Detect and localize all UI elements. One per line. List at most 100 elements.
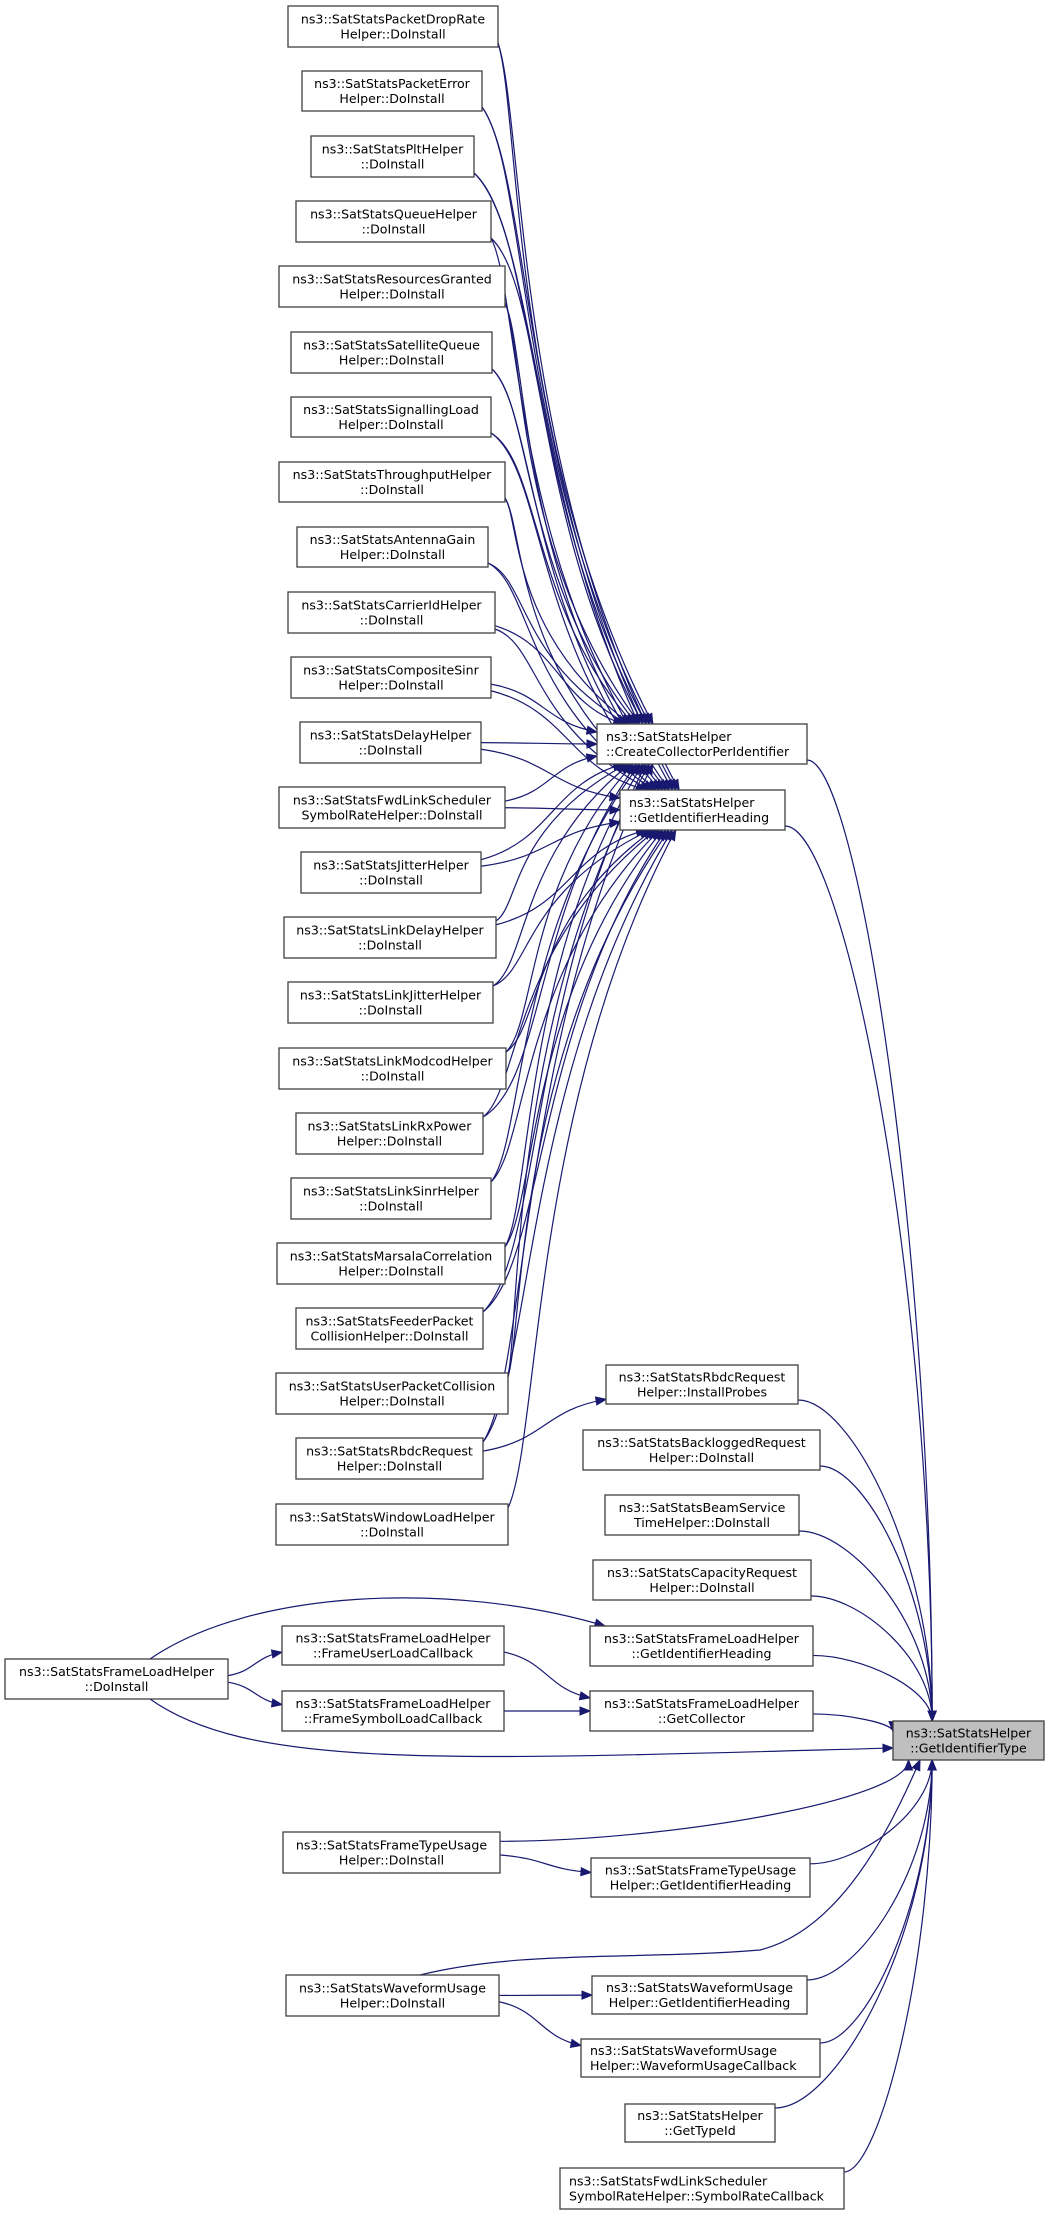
edge-line [495, 763, 627, 922]
edge-line [487, 562, 628, 725]
graph-node[interactable]: ns3::SatStatsWindowLoadHelper::DoInstall [275, 1503, 509, 1546]
edge-line [499, 1854, 592, 1874]
graph-node[interactable]: ns3::SatStatsThroughputHelper::DoInstall [278, 461, 506, 503]
graph-node[interactable]: ns3::SatStatsMarsalaCorrelationHelper::D… [276, 1242, 506, 1285]
edge-n21-to-cc [482, 762, 647, 1313]
node-label-line: ns3::SatStatsPacketDropRate [301, 12, 485, 27]
node-box [275, 1372, 509, 1415]
graph-node[interactable]: ns3::SatStatsFrameLoadHelper::GetCollect… [589, 1690, 814, 1732]
node-label-line: ns3::SatStatsFeederPacket [305, 1314, 473, 1329]
graph-node[interactable]: ns3::SatStatsQueueHelper::DoInstall [295, 200, 492, 243]
edge-wfcb-to-target [819, 1758, 937, 2044]
graph-node[interactable]: ns3::SatStatsLinkRxPowerHelper::DoInstal… [295, 1112, 484, 1155]
graph-node[interactable]: ns3::SatStatsHelper::CreateCollectorPerI… [596, 723, 808, 765]
node-label-line: ns3::SatStatsMarsalaCorrelation [290, 1249, 493, 1264]
graph-node[interactable]: ns3::SatStatsWaveformUsageHelper::DoInst… [285, 1974, 500, 2017]
edge-n12-to-cc [480, 739, 599, 749]
graph-node[interactable]: ns3::SatStatsFeederPacketCollisionHelper… [295, 1307, 484, 1350]
node-label-line: ::DoInstall [362, 222, 426, 237]
graph-node[interactable]: ns3::SatStatsLinkSinrHelper::DoInstall [290, 1177, 492, 1220]
node-box [290, 1177, 492, 1220]
node-box [290, 396, 492, 438]
graph-node[interactable]: ns3::SatStatsRbdcRequestHelper::DoInstal… [295, 1437, 484, 1480]
graph-node[interactable]: ns3::SatStatsPacketErrorHelper::DoInstal… [301, 70, 483, 112]
edge-line [490, 829, 660, 1183]
graph-node[interactable]: ns3::SatStatsFrameLoadHelper::DoInstall [4, 1658, 229, 1700]
edge-line [784, 825, 933, 1722]
graph-node[interactable]: ns3::SatStatsSignallingLoadHelper::DoIns… [290, 396, 492, 438]
edge-line [499, 1759, 910, 1842]
edge-line [504, 829, 664, 1248]
graph-node[interactable]: ns3::SatStatsBeamServiceTimeHelper::DoIn… [604, 1494, 800, 1536]
graph-node[interactable]: ns3::SatStatsJitterHelper::DoInstall [300, 851, 482, 894]
edge-line [491, 368, 638, 725]
node-box [295, 200, 492, 243]
graph-node[interactable]: ns3::SatStatsCompositeSinrHelper::DoInst… [290, 656, 492, 699]
graph-node[interactable]: ns3::SatStatsHelper::GetIdentifierHeadin… [619, 789, 786, 831]
node-label-line: Helper::DoInstall [339, 1853, 444, 1868]
graph-node[interactable]: ns3::SatStatsPltHelper::DoInstall [310, 135, 475, 178]
node-box [285, 1974, 500, 2017]
graph-node[interactable]: ns3::SatStatsSatelliteQueueHelper::DoIns… [290, 331, 493, 374]
graph-node[interactable]: ns3::SatStatsFrameLoadHelper::GetIdentif… [589, 1625, 814, 1667]
edge-n2-to-cc [481, 106, 651, 726]
edge-line [494, 625, 624, 725]
node-label-line: ::GetIdentifierHeading [629, 810, 769, 825]
node-label-line: ns3::SatStatsHelper [629, 795, 755, 810]
graph-node[interactable]: ns3::SatStatsAntennaGainHelper::DoInstal… [296, 526, 489, 568]
edge-line [504, 807, 621, 811]
node-box [619, 789, 786, 831]
target-node[interactable]: ns3::SatStatsHelper::GetIdentifierType [892, 1720, 1045, 1761]
node-box [287, 981, 494, 1024]
graph-node[interactable]: ns3::SatStatsFrameLoadHelper::FrameUserL… [281, 1625, 505, 1666]
node-label-line: ns3::SatStatsFrameLoadHelper [296, 1631, 492, 1646]
node-label-line: ns3::SatStatsLinkModcodHelper [292, 1054, 493, 1069]
graph-node[interactable]: ns3::SatStatsUserPacketCollisionHelper::… [275, 1372, 509, 1415]
graph-node[interactable]: ns3::SatStatsFwdLinkSchedulerSymbolRateH… [559, 2167, 845, 2210]
graph-node[interactable]: ns3::SatStatsFwdLinkSchedulerSymbolRateH… [278, 786, 506, 829]
graph-node[interactable]: ns3::SatStatsResourcesGrantedHelper::DoI… [278, 265, 506, 308]
edge-line [798, 1530, 933, 1722]
node-box [276, 1242, 506, 1285]
graph-node[interactable]: ns3::SatStatsLinkModcodHelper::DoInstall [278, 1047, 507, 1090]
edge-ftdi-to-ftgih [499, 1854, 593, 1877]
graph-node[interactable]: ns3::SatStatsWaveformUsageHelper::Wavefo… [580, 2038, 821, 2078]
edge-line [473, 172, 674, 791]
node-label-line: ::GetCollector [658, 1711, 746, 1726]
edge-line [507, 829, 677, 1509]
graph-node[interactable]: ns3::SatStatsPacketDropRateHelper::DoIns… [287, 5, 499, 48]
graph-node[interactable]: ns3::SatStatsWaveformUsageHelper::GetIde… [591, 1975, 808, 2015]
arrowhead-icon [270, 1698, 284, 1708]
arrowhead-icon [578, 1691, 592, 1701]
node-label-line: ns3::SatStatsWaveformUsage [606, 1980, 793, 1995]
node-label-line: ::DoInstall [359, 1199, 423, 1214]
edge-line [482, 1398, 607, 1452]
edge-wfdi-to-wfcb [498, 2001, 583, 2048]
graph-node[interactable]: ns3::SatStatsFrameLoadHelper::FrameSymbo… [281, 1690, 505, 1732]
edge-blr-to-target [819, 1465, 937, 1723]
node-box [590, 1857, 811, 1898]
graph-node[interactable]: ns3::SatStatsCapacityRequestHelper::DoIn… [592, 1559, 812, 1601]
graph-node[interactable]: ns3::SatStatsLinkDelayHelper::DoInstall [283, 916, 497, 959]
node-box [596, 723, 808, 765]
edge-n17-to-gih [505, 829, 655, 1053]
node-label-line: ::GetIdentifierType [910, 1741, 1027, 1756]
graph-node[interactable]: ns3::SatStatsCarrierIdHelper::DoInstall [287, 591, 496, 634]
graph-node[interactable]: ns3::SatStatsDelayHelper::DoInstall [299, 721, 482, 764]
graph-node[interactable]: ns3::SatStatsFrameTypeUsageHelper::DoIns… [282, 1831, 501, 1874]
edge-line [504, 302, 667, 791]
arrowhead-icon [643, 762, 654, 776]
edge-line [149, 1698, 894, 1758]
graph-node[interactable]: ns3::SatStatsLinkJitterHelper::DoInstall [287, 981, 494, 1024]
graph-node[interactable]: ns3::SatStatsHelper::GetTypeId [624, 2103, 776, 2143]
graph-node[interactable]: ns3::SatStatsBackloggedRequestHelper::Do… [582, 1429, 821, 1471]
edge-line [505, 829, 654, 1053]
arrowhead-icon [579, 1706, 592, 1716]
edge-fldi-to-flgih [149, 1597, 607, 1660]
graph-node[interactable]: ns3::SatStatsRbdcRequestHelper::InstallP… [605, 1364, 799, 1405]
edge-line [806, 759, 933, 1722]
edge-line [481, 106, 651, 725]
graph-node[interactable]: ns3::SatStatsFrameTypeUsageHelper::GetId… [590, 1857, 811, 1898]
edge-line [774, 1759, 933, 2109]
node-box [287, 5, 499, 48]
